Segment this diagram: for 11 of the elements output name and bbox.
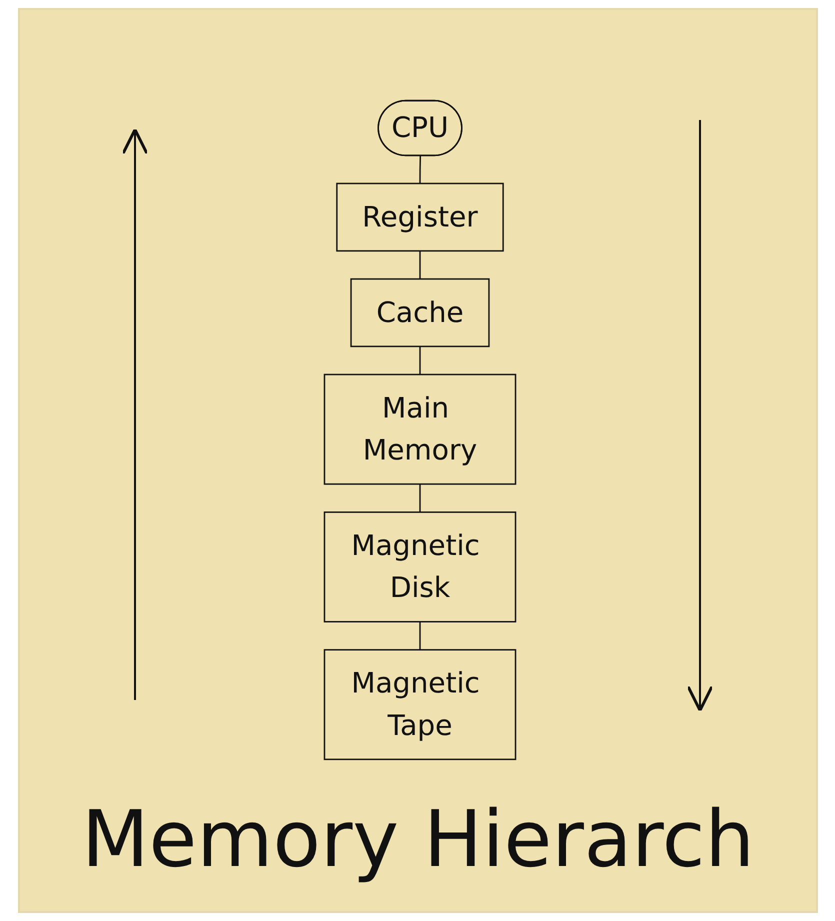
connector (419, 484, 421, 512)
node-box: Register (336, 182, 504, 252)
diagram-title: Memory Hierarch (80, 795, 756, 885)
node-box: Cache (350, 278, 490, 348)
connector (419, 622, 421, 650)
connector (419, 156, 422, 184)
node-box: Main Memory (324, 374, 516, 485)
connector (419, 346, 421, 375)
node-box: Magnetic Tape (324, 649, 516, 760)
connector (419, 250, 421, 279)
node-box: Magnetic Disk (324, 511, 516, 622)
